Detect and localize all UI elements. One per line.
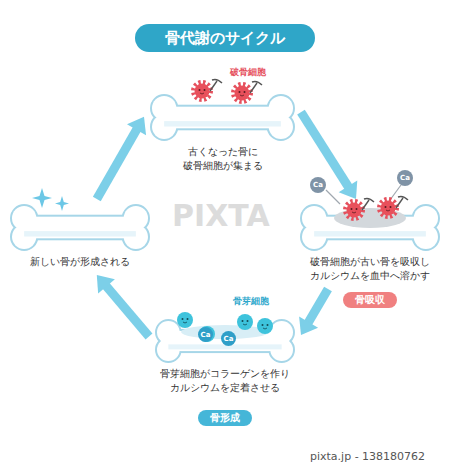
cycle-arrow [97,117,146,199]
bone-node: 破骨細胞古くなった骨に 破骨細胞が集まる [150,95,295,173]
calcium-ion: Ca [198,327,213,342]
watermark: PIXTA [172,198,270,233]
osteoclast [193,82,211,100]
pickaxe [396,196,408,208]
title-pill: 骨代謝のサイクル [135,24,315,52]
footer-id: pixta.jp - 138180762 [310,450,425,463]
osteoblast [237,314,253,330]
arrow-shaft [105,285,149,337]
cycle-arrow [299,289,328,335]
caption-text: 破骨細胞が古い骨を吸収し カルシウムを血中へ溶かす [300,255,440,283]
arrow-shaft [301,112,349,188]
pickaxe [250,81,262,93]
bone-node: 新しい骨が形成される [10,205,150,269]
pill-text: Ca [313,181,323,189]
caption-text: 新しい骨が形成される [10,255,150,269]
bone-node: 破骨細胞が古い骨を吸収し カルシウムを血中へ溶かす [300,205,440,283]
pill-text: 骨吸収 [355,293,385,307]
sparkles [32,188,69,211]
stage-pill: 骨形成 [198,410,252,426]
calcium-ion: Ca [310,177,326,193]
pickaxe [210,79,222,91]
cell-label: 骨芽細胞 [233,295,269,308]
pill-text: 骨形成 [210,411,240,425]
caption-text: 古くなった骨に 破骨細胞が集まる [150,145,295,173]
title-text: 骨代謝のサイクル [165,29,285,48]
calcium-ion: Ca [397,170,413,186]
osteoclast [233,84,251,102]
footer-band [0,444,450,469]
arrow-head [97,275,115,294]
osteoblast [177,312,193,328]
cycle-arrow [301,112,357,199]
osteoblast [257,318,273,334]
pill-text: Ca [400,174,410,182]
pill-text: Ca [201,331,211,339]
stage-pill: 骨吸収 [343,292,397,308]
pickaxe [362,198,374,210]
bone-outline [300,205,440,250]
arrow-head [339,180,358,199]
arrow-head [127,117,146,135]
osteoclast [345,201,363,219]
cycle-arrow [97,275,149,337]
cell-label: 破骨細胞 [230,66,266,79]
arrow-shaft [97,128,138,199]
osteoclast [379,199,397,217]
pill-text: Ca [224,335,234,343]
arrow-shaft [308,289,328,324]
bone-outline [10,205,150,250]
caption-text: 骨芽細胞がコラーゲンを作り カルシウムを定着させる [155,367,295,395]
osteoblast [199,326,215,342]
arrow-head [299,316,318,335]
bone-outline [150,95,295,140]
calcium-ion: Ca [221,331,236,346]
